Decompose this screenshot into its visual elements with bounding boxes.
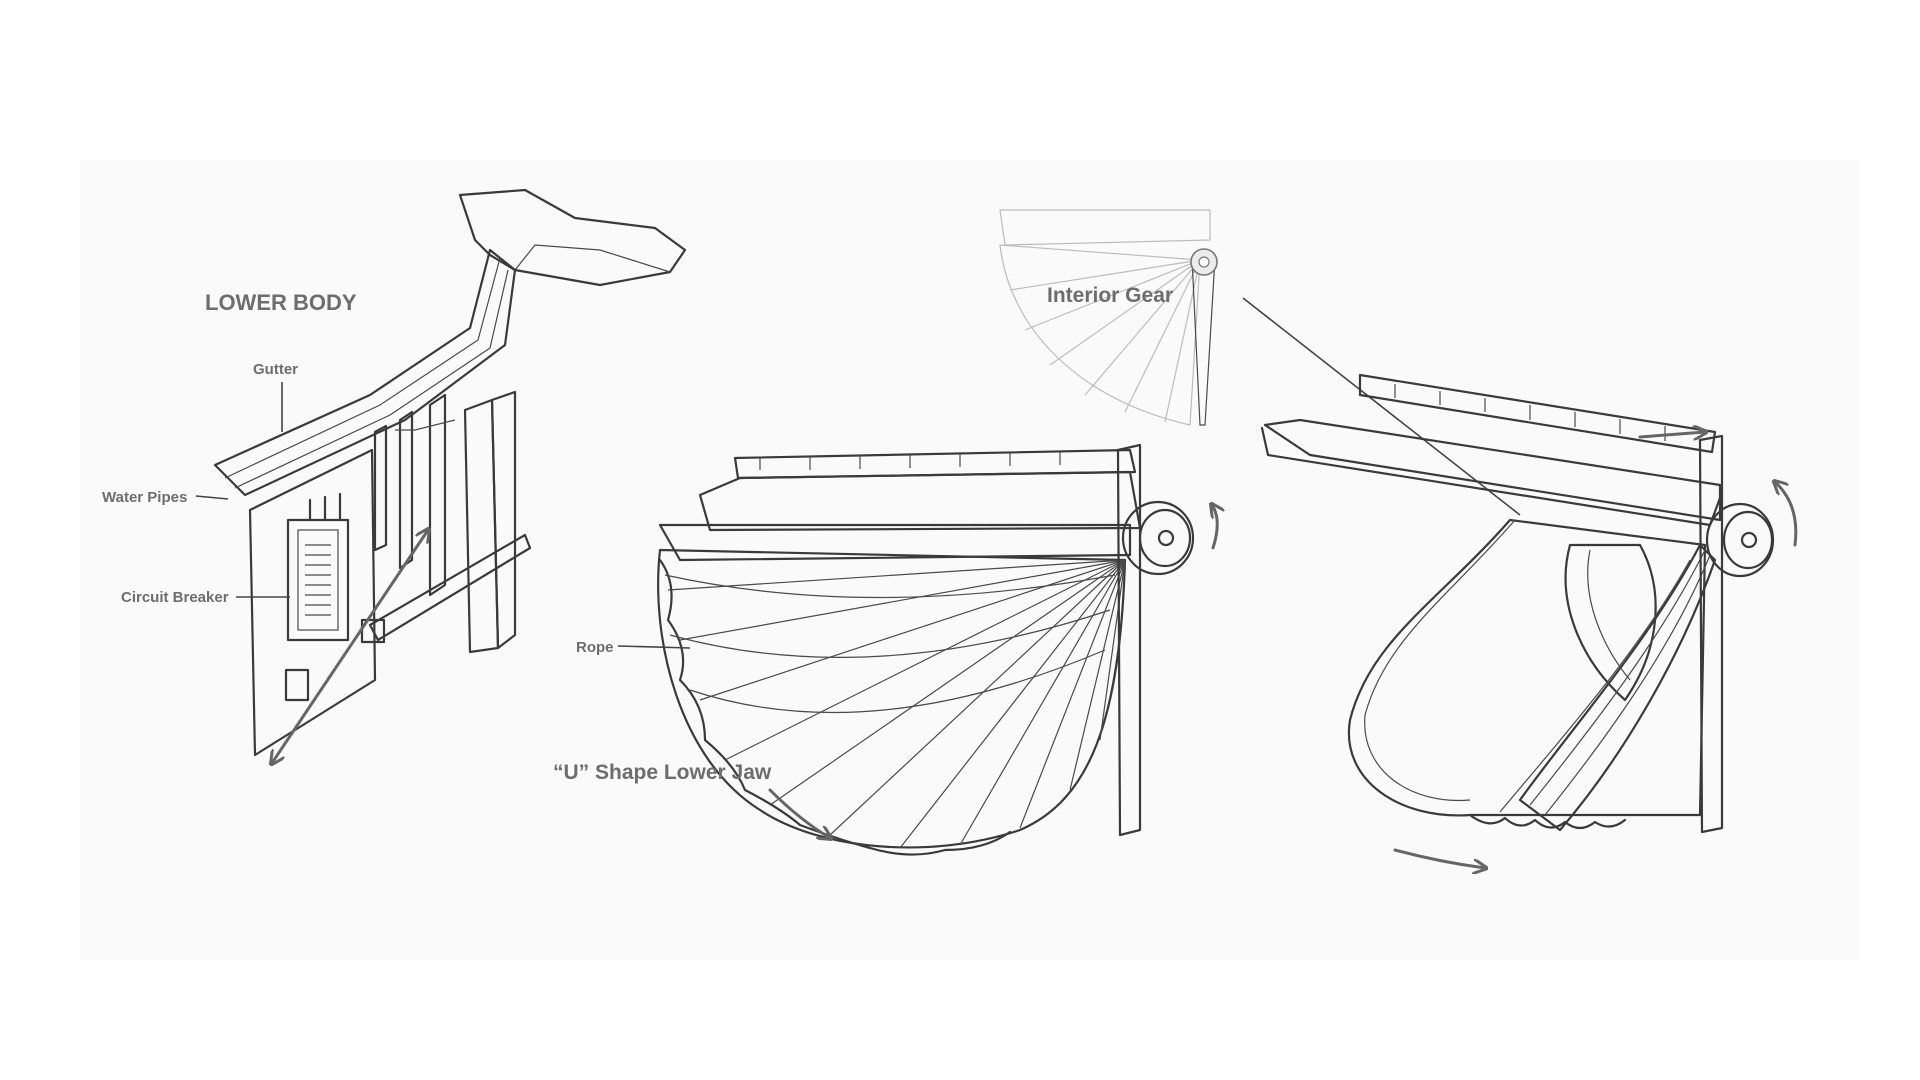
u-shape-jaw-label: “U” Shape Lower Jaw (553, 761, 772, 784)
interior-gear-leader (1242, 297, 1521, 516)
interior-gear-label: Interior Gear (1047, 284, 1173, 307)
lower-body-drawing (213, 188, 687, 763)
water-pipes-leader (195, 495, 229, 500)
open-jaw-drawing (1260, 373, 1798, 868)
rope-label: Rope (576, 639, 614, 656)
u-shape-jaw-drawing (657, 443, 1217, 856)
lower-body-title: LOWER BODY (205, 290, 357, 315)
circuit-breaker-label: Circuit Breaker (121, 589, 229, 606)
water-pipes-label: Water Pipes (102, 489, 187, 506)
rope-leader (617, 645, 691, 649)
interior-gear-arm (1190, 248, 1218, 426)
gutter-label: Gutter (253, 361, 298, 378)
interior-gear-ghost (999, 209, 1211, 426)
